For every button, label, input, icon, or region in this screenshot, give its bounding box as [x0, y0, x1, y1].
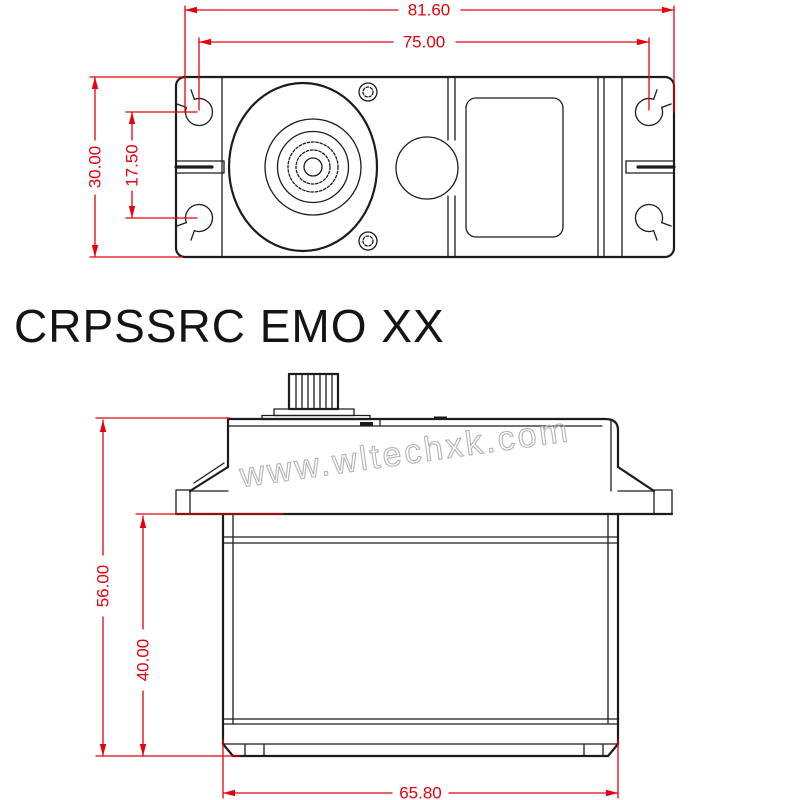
page-title: CRPSSRC EMO XX: [14, 300, 445, 352]
dim-overall-width: 81.60: [184, 1, 675, 113]
label-plate: [465, 97, 564, 238]
flange-tab-right: [653, 489, 673, 515]
top-view: 81.60 75.00 30.00: [86, 1, 676, 259]
case-seam: [395, 76, 459, 258]
watermark-text: www.wltechxk.com: [236, 411, 572, 495]
dim-8160-label: 81.60: [408, 1, 451, 20]
dim-overall-height: 30.00: [86, 76, 183, 258]
side-view: www.wltechxk.com 56.00 40.00: [94, 372, 674, 800]
dim-6580-label: 65.80: [399, 784, 442, 800]
flange-tab-left: [175, 489, 191, 515]
case-screw-bottom-icon: [358, 231, 378, 251]
dim-side-lower-height: 40.00: [134, 513, 284, 757]
dim-side-overall-height: 56.00: [94, 417, 241, 757]
wire-slot-right: [625, 160, 676, 174]
bottom-feet: [244, 743, 604, 757]
case-screw-top-icon: [358, 82, 378, 102]
mount-hole-bottom-left: [176, 203, 214, 241]
dim-7500-label: 75.00: [403, 33, 446, 52]
seam-notch: [395, 136, 459, 200]
lower-body: [221, 512, 620, 758]
upper-case: [188, 416, 656, 493]
gear-housing: [227, 81, 379, 253]
output-spline-ring: [287, 141, 339, 193]
mount-hole-top-left: [176, 89, 214, 127]
dim-bottom-width: 65.80: [222, 739, 619, 800]
dim-hole-span-width: 75.00: [198, 33, 650, 111]
dim-5600-label: 56.00: [94, 565, 113, 608]
top-view-body: [174, 75, 676, 259]
dim-3000-label: 30.00: [86, 146, 105, 189]
servo-top-outline: [174, 75, 676, 259]
spline-shaft: [287, 372, 340, 411]
case-top-mark: [434, 416, 447, 420]
wire-slot-left: [174, 160, 225, 174]
mounting-ears: [174, 89, 676, 241]
dim-hole-span-height: 17.50: [123, 111, 198, 219]
side-view-body: www.wltechxk.com: [174, 372, 674, 758]
dim-1750-label: 17.50: [123, 144, 142, 187]
mount-hole-bottom-right: [634, 203, 672, 241]
mount-hole-top-right: [634, 89, 672, 127]
case-vent-mark: [360, 422, 373, 427]
gear-circle-outer: [264, 118, 362, 216]
dim-4000-label: 40.00: [134, 639, 153, 682]
output-shaft-hole: [303, 157, 323, 177]
